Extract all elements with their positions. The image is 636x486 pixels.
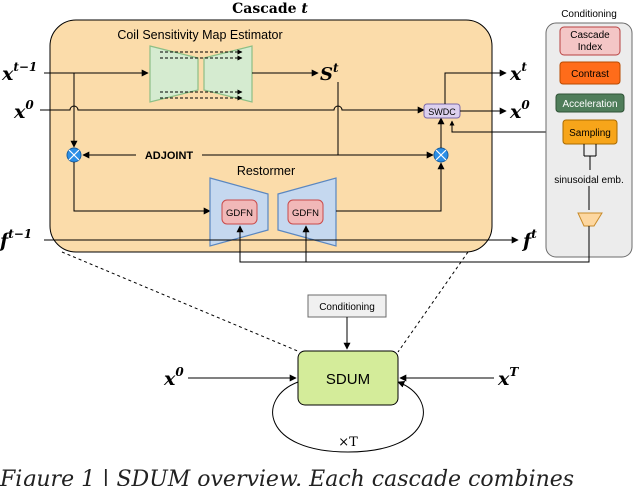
restormer-input-arrow bbox=[73, 162, 211, 215]
cascade-title: Cascade t bbox=[232, 1, 308, 17]
left-multiplier-cross bbox=[68, 149, 80, 161]
zoom-line-left bbox=[61, 251, 301, 353]
gdfn-block-right bbox=[287, 199, 324, 225]
coil-encoder bbox=[149, 45, 199, 103]
adjoint-label-bg bbox=[136, 148, 202, 162]
sdum-x-0-label: x0 bbox=[163, 365, 184, 390]
x-0-output-label: x0 bbox=[509, 98, 530, 123]
gdfn-label-right: GDFN bbox=[292, 208, 319, 219]
conditioning-loop-left bbox=[236, 225, 590, 263]
S-t-label: St bbox=[320, 61, 339, 85]
cascade-box bbox=[49, 19, 493, 253]
adjoint-label: ADJOINT bbox=[145, 150, 194, 162]
restormer-label: Restormer bbox=[237, 164, 295, 178]
swdc-label: SWDC bbox=[428, 107, 456, 117]
cascade-index-block bbox=[559, 26, 621, 56]
gdfn-block-left bbox=[221, 199, 258, 225]
x-0-input-label: x0 bbox=[13, 98, 34, 123]
gdfn-label-left: GDFN bbox=[226, 208, 253, 219]
sdum-block bbox=[297, 350, 399, 406]
times-T-label: ×T bbox=[338, 435, 358, 450]
restormer-output-arrow bbox=[336, 162, 445, 212]
embedding-label: sinusoidal emb. bbox=[554, 175, 623, 186]
sampling-label: Sampling bbox=[569, 128, 611, 139]
sampling-block bbox=[562, 119, 618, 145]
f-t-output-label: ft bbox=[521, 227, 537, 252]
acceleration-label: Acceleration bbox=[562, 99, 617, 110]
conditioning-panel-title: Conditioning bbox=[561, 9, 617, 20]
conditioning-box-label: Conditioning bbox=[319, 302, 375, 313]
x-t-output-label: xt bbox=[509, 60, 527, 85]
right-multiplier-cross bbox=[435, 149, 447, 161]
f-t-minus-1-label: ft−1 bbox=[0, 227, 32, 252]
embedding-projector-icon bbox=[577, 212, 603, 227]
sampling-to-swdc bbox=[449, 120, 563, 133]
x-t-minus-1-label: xt−1 bbox=[1, 60, 37, 85]
sdum-label: SDUM bbox=[326, 371, 370, 388]
coil-estimator-label: Coil Sensitivity Map Estimator bbox=[117, 28, 282, 42]
cascade-index-line2: Index bbox=[578, 42, 602, 53]
x-t-output-arrow bbox=[444, 69, 507, 104]
contrast-label: Contrast bbox=[571, 69, 609, 80]
cascade-index-line1: Cascade bbox=[570, 30, 610, 41]
recurrence-loop bbox=[272, 380, 424, 453]
x-0-arrow bbox=[40, 105, 425, 114]
zoom-line-right bbox=[397, 251, 469, 353]
contrast-block bbox=[559, 61, 621, 85]
sdum-x-T-label: xT bbox=[497, 365, 519, 390]
caption: Figure 1 | SDUM overview. Each cascade c… bbox=[0, 467, 574, 486]
acceleration-block bbox=[555, 93, 625, 113]
embedding-bracket bbox=[583, 144, 597, 170]
